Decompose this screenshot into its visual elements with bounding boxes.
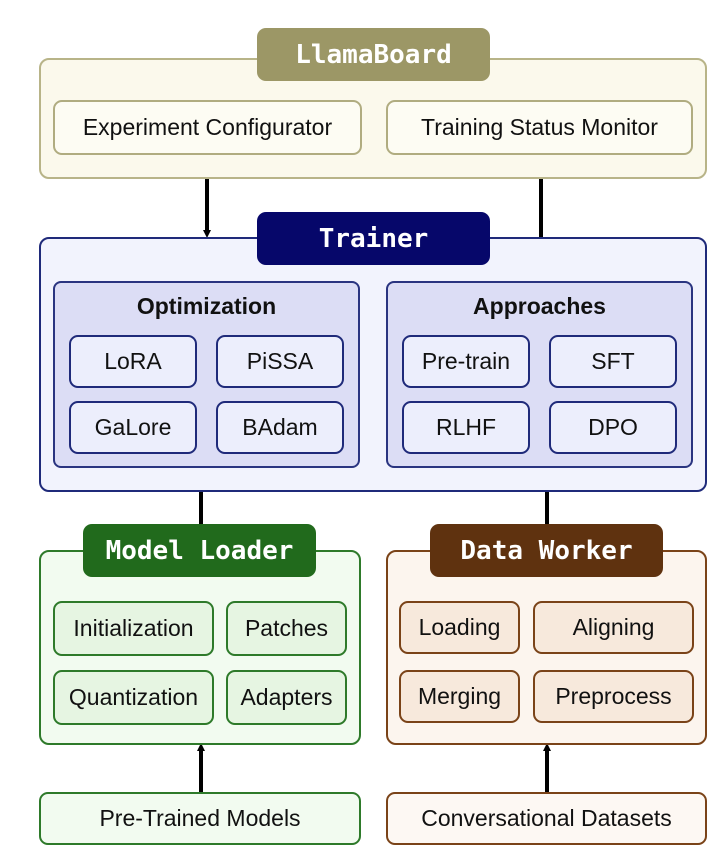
lora-box[interactable]: LoRA	[69, 335, 197, 388]
initialization-box[interactable]: Initialization	[53, 601, 214, 656]
pretrain-box[interactable]: Pre-train	[402, 335, 530, 388]
quantization-box[interactable]: Quantization	[53, 670, 214, 725]
optimization-title: Optimization	[136, 293, 277, 319]
preprocess-box[interactable]: Preprocess	[533, 670, 694, 723]
adapters-box[interactable]: Adapters	[226, 670, 347, 725]
galore-box[interactable]: GaLore	[69, 401, 197, 454]
sft-box[interactable]: SFT	[549, 335, 677, 388]
pissa-box[interactable]: PiSSA	[216, 335, 344, 388]
pretrained-models-box[interactable]: Pre-Trained Models	[39, 792, 361, 845]
training-status-monitor[interactable]: Training Status Monitor	[386, 100, 693, 155]
conversational-datasets-box[interactable]: Conversational Datasets	[386, 792, 707, 845]
model-loader-title: Model Loader	[83, 524, 316, 577]
approaches-title: Approaches	[473, 293, 606, 319]
badam-box[interactable]: BAdam	[216, 401, 344, 454]
experiment-configurator[interactable]: Experiment Configurator	[53, 100, 362, 155]
loading-box[interactable]: Loading	[399, 601, 520, 654]
dpo-box[interactable]: DPO	[549, 401, 677, 454]
data-worker-title: Data Worker	[430, 524, 663, 577]
patches-box[interactable]: Patches	[226, 601, 347, 656]
merging-box[interactable]: Merging	[399, 670, 520, 723]
trainer-title: Trainer	[257, 212, 490, 265]
rlhf-box[interactable]: RLHF	[402, 401, 530, 454]
llamaboard-title: LlamaBoard	[257, 28, 490, 81]
aligning-box[interactable]: Aligning	[533, 601, 694, 654]
